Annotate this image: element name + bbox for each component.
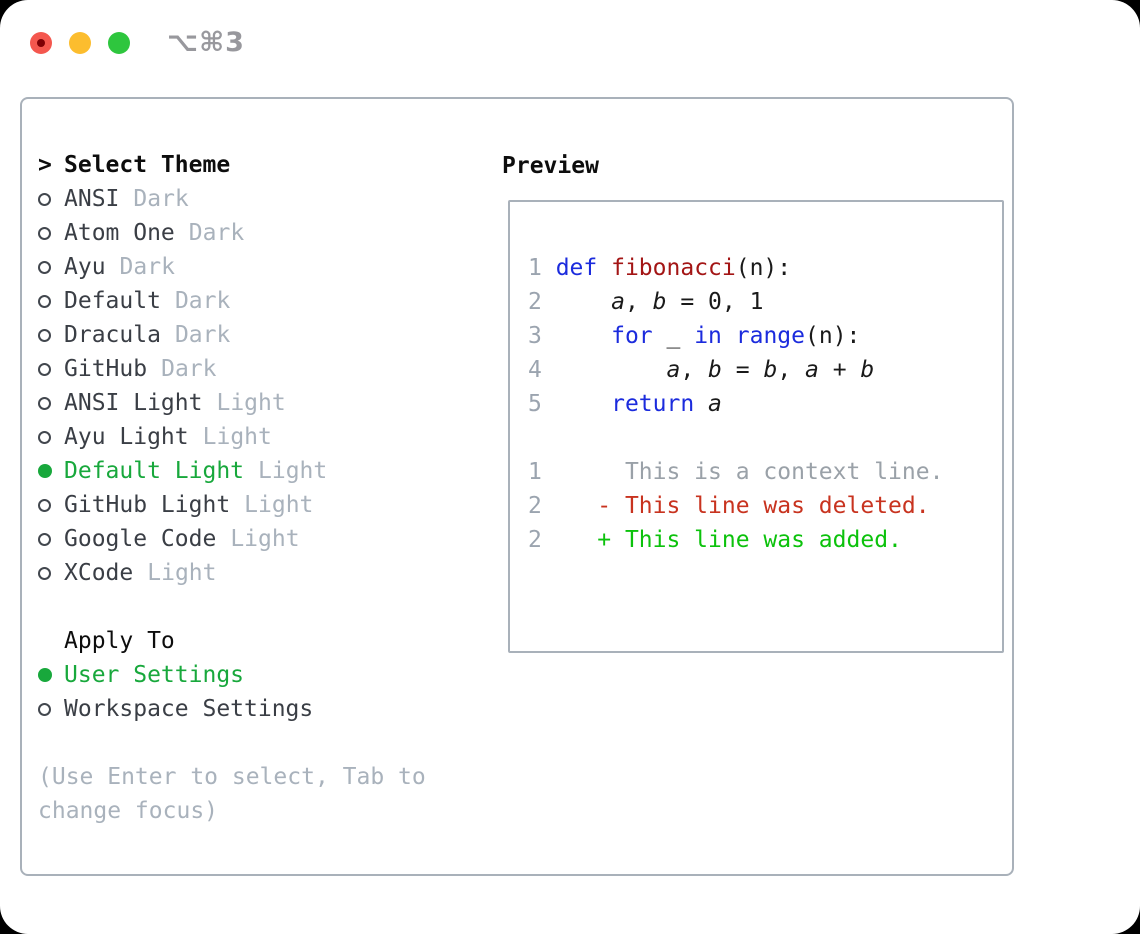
radio-icon	[38, 294, 51, 308]
radio-icon	[38, 702, 51, 716]
code-line: 1 This is a context line.	[528, 459, 944, 485]
radio-icon	[38, 566, 51, 580]
code-line: 2 + This line was added.	[528, 527, 902, 553]
code-line	[528, 421, 1002, 455]
theme-variant: Light	[244, 492, 314, 518]
theme-option-google-code[interactable]: Google Code Light	[38, 522, 327, 556]
theme-option-ansi-light[interactable]: ANSI Light Light	[38, 386, 327, 420]
theme-option-ayu[interactable]: Ayu Dark	[38, 250, 327, 284]
theme-list-header-row: > Select Theme	[38, 148, 327, 182]
theme-name: Atom One	[64, 220, 175, 246]
code-line: 4 a, b = b, a + b	[528, 357, 875, 383]
theme-option-atom-one[interactable]: Atom One Dark	[38, 216, 327, 250]
maximize-button[interactable]	[108, 31, 130, 54]
theme-variant: Dark	[133, 186, 189, 212]
radio-selected-icon	[38, 668, 52, 682]
help-line-2: change focus)	[38, 798, 219, 824]
preview-title: Preview	[502, 153, 599, 179]
radio-icon	[38, 396, 51, 410]
apply-option-label: User Settings	[64, 662, 245, 688]
theme-variant: Dark	[161, 356, 217, 382]
radio-selected-icon	[38, 464, 52, 478]
theme-option-xcode[interactable]: XCode Light	[38, 556, 327, 590]
code-line: 2 a, b = 0, 1	[528, 289, 764, 315]
radio-icon	[38, 532, 51, 546]
theme-variant: Dark	[119, 254, 175, 280]
theme-name: GitHub Light	[64, 492, 231, 518]
code-line: 5 return a	[528, 391, 722, 417]
theme-option-default-light[interactable]: Default Light Light	[38, 454, 327, 488]
theme-option-ayu-light[interactable]: Ayu Light Light	[38, 420, 327, 454]
minimize-button[interactable]	[69, 31, 91, 54]
theme-variant: Light	[216, 390, 286, 416]
theme-name: Ayu	[64, 254, 106, 280]
apply-option-label: Workspace Settings	[64, 696, 314, 722]
theme-variant: Light	[202, 424, 272, 450]
window-titlebar: ⌥⌘3	[30, 27, 245, 58]
radio-icon	[38, 192, 51, 206]
help-text: (Use Enter to select, Tab to change focu…	[38, 760, 426, 828]
close-button[interactable]	[30, 31, 52, 54]
theme-name: XCode	[64, 560, 134, 586]
radio-icon	[38, 260, 51, 274]
theme-list-title: Select Theme	[64, 152, 231, 178]
theme-option-default[interactable]: Default Dark	[38, 284, 327, 318]
theme-option-github-light[interactable]: GitHub Light Light	[38, 488, 327, 522]
theme-variant: Light	[230, 526, 300, 552]
close-icon	[37, 38, 45, 47]
theme-variant: Light	[147, 560, 217, 586]
apply-to-title: Apply To	[64, 628, 175, 654]
radio-icon	[38, 226, 51, 240]
apply-option-user-settings[interactable]: User Settings	[38, 658, 313, 692]
code-line: 2 - This line was deleted.	[528, 493, 930, 519]
radio-icon	[38, 328, 51, 342]
theme-name: ANSI Light	[64, 390, 203, 416]
theme-name: Dracula	[64, 322, 161, 348]
window-shortcut-label: ⌥⌘3	[167, 27, 245, 58]
theme-name: ANSI	[64, 186, 120, 212]
preview-code-box: 1 def fibonacci(n): 2 a, b = 0, 1 3 for _ …	[508, 200, 1004, 653]
radio-icon	[38, 362, 51, 376]
theme-variant: Light	[258, 458, 328, 484]
apply-option-workspace-settings[interactable]: Workspace Settings	[38, 692, 313, 726]
theme-name: Default Light	[64, 458, 245, 484]
theme-variant: Dark	[174, 322, 231, 348]
theme-option-github[interactable]: GitHub Dark	[38, 352, 327, 386]
theme-option-dracula[interactable]: Dracula Dark	[38, 318, 327, 352]
code-preview: 1 def fibonacci(n): 2 a, b = 0, 1 3 for _ …	[528, 251, 1002, 557]
code-line: 1 def fibonacci(n):	[528, 255, 792, 281]
code-line: 3 for _ in range(n):	[528, 323, 861, 349]
theme-option-ansi[interactable]: ANSI Dark	[38, 182, 327, 216]
radio-icon	[38, 430, 51, 444]
theme-name: GitHub	[64, 356, 148, 382]
focus-caret-icon: >	[38, 152, 52, 178]
theme-name: Default	[64, 288, 161, 314]
theme-name: Google Code	[64, 526, 217, 552]
apply-to-header-row: Apply To	[38, 624, 313, 658]
theme-name: Ayu Light	[64, 424, 189, 450]
radio-icon	[38, 498, 51, 512]
theme-variant: Dark	[174, 288, 231, 314]
theme-variant: Dark	[188, 220, 245, 246]
help-line-1: (Use Enter to select, Tab to	[38, 764, 426, 790]
